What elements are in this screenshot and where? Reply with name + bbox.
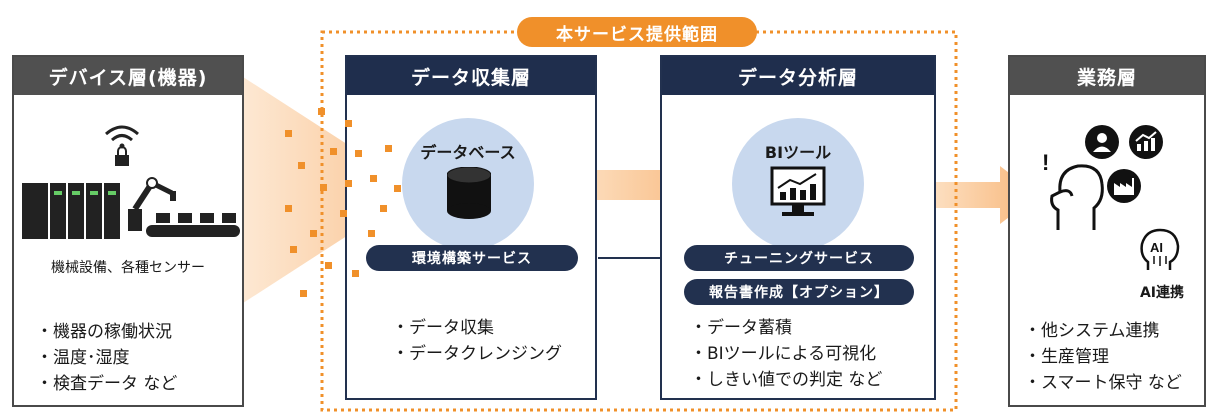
list-item: 検査データ など xyxy=(36,371,177,397)
data-dot xyxy=(368,230,375,237)
list-item: データ蓄積 xyxy=(690,315,882,341)
data-dot xyxy=(310,230,317,237)
wifi-lock-icon xyxy=(105,125,139,166)
robot-arm-conveyor-icon xyxy=(128,177,240,237)
svg-text:AI: AI xyxy=(1150,240,1163,255)
data-dot xyxy=(394,185,401,192)
machine-equipment-icon xyxy=(22,183,120,239)
collection-items: データ収集 データクレンジング xyxy=(392,315,562,367)
fan-shape xyxy=(240,75,418,305)
ai-integration-label: AI連携 xyxy=(1139,285,1185,301)
list-item: 他システム連携 xyxy=(1024,318,1182,344)
tuning-service-pill: チューニングサービス xyxy=(684,245,914,271)
device-items: 機器の稼働状況 温度･湿度 検査データ など xyxy=(36,319,177,397)
ai-head-icon: AI xyxy=(1140,228,1180,270)
database-icon xyxy=(447,167,491,219)
factory-circle-icon xyxy=(1107,169,1141,203)
list-item: 機器の稼働状況 xyxy=(36,319,177,345)
data-dot xyxy=(340,210,347,217)
data-dot xyxy=(298,162,305,169)
list-item: しきい値での判定 など xyxy=(690,367,882,393)
thinking-person-icon: ! xyxy=(1042,150,1104,230)
bi-dashboard-icon xyxy=(770,166,826,216)
data-dot xyxy=(300,290,307,297)
data-dot xyxy=(285,205,292,212)
device-caption: 機械設備、各種センサー xyxy=(51,260,205,276)
list-item: スマート保守 など xyxy=(1024,370,1182,396)
data-dot xyxy=(385,145,392,152)
data-dot xyxy=(285,130,292,137)
list-item: 生産管理 xyxy=(1024,344,1182,370)
data-dot xyxy=(325,262,332,269)
data-dot xyxy=(370,175,377,182)
list-item: データクレンジング xyxy=(392,341,562,367)
business-items: 他システム連携 生産管理 スマート保守 など xyxy=(1024,318,1182,396)
data-dot xyxy=(318,108,325,115)
data-dot xyxy=(320,184,327,191)
database-label: データベース xyxy=(420,143,516,162)
environment-setup-service-pill: 環境構築サービス xyxy=(366,245,578,271)
business-layer-title: 業務層 xyxy=(1010,57,1204,95)
data-dot xyxy=(352,270,359,277)
analysis-layer-title: データ分析層 xyxy=(662,57,934,95)
chart-circle-icon xyxy=(1129,125,1163,159)
data-dot xyxy=(355,150,362,157)
data-dot xyxy=(345,120,352,127)
scope-label: 本サービス提供範囲 xyxy=(517,17,757,47)
device-layer-title: デバイス層(機器) xyxy=(14,57,242,95)
data-dot xyxy=(380,205,387,212)
device-layer-panel: デバイス層(機器) 機械設備、各種センサー 機器の稼働状況 温度･湿度 検査デー… xyxy=(12,55,244,407)
report-option-pill: 報告書作成【オプション】 xyxy=(684,279,914,305)
data-dot xyxy=(290,246,297,253)
analysis-items: データ蓄積 BIツールによる可視化 しきい値での判定 など xyxy=(690,315,882,393)
collection-layer-title: データ収集層 xyxy=(347,57,595,95)
data-dot xyxy=(330,148,337,155)
scope-label-text: 本サービス提供範囲 xyxy=(556,24,718,45)
list-item: BIツールによる可視化 xyxy=(690,341,882,367)
svg-text:!: ! xyxy=(1042,150,1049,175)
bi-tool-label: BIツール xyxy=(764,143,832,162)
list-item: データ収集 xyxy=(392,315,562,341)
user-circle-icon xyxy=(1085,125,1119,159)
list-item: 温度･湿度 xyxy=(36,345,177,371)
data-dot xyxy=(345,180,352,187)
